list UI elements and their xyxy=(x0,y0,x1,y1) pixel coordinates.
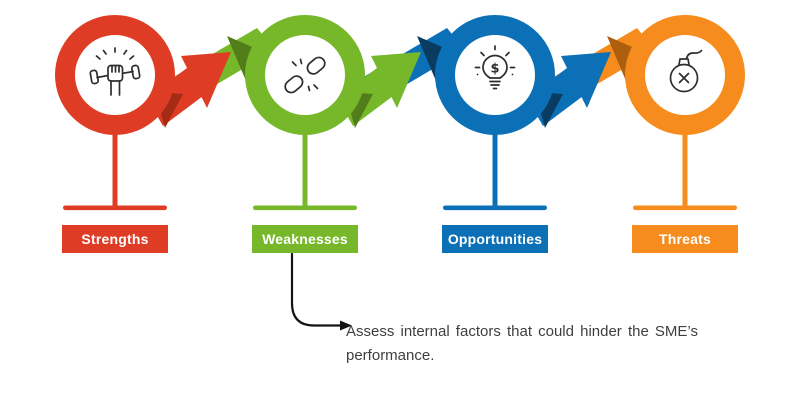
stem-strengths xyxy=(63,133,167,211)
dollar-lightbulb-icon: $ xyxy=(474,45,516,90)
annotation-arrowhead xyxy=(340,320,352,331)
ring-opportunities xyxy=(435,15,555,135)
dumbbell-fist-icon xyxy=(89,47,141,96)
stem-weaknesses xyxy=(253,133,357,211)
stem-opportunities xyxy=(443,133,547,211)
label-weaknesses: Weaknesses xyxy=(252,225,358,253)
broken-chain-icon xyxy=(284,56,326,94)
arrowhead-blue xyxy=(561,52,611,108)
label-threats: Threats xyxy=(632,225,738,253)
label-opportunities: Opportunities xyxy=(442,225,548,253)
arrowhead-red xyxy=(181,52,231,108)
annotation-text: Assess internal factors that could hinde… xyxy=(346,320,698,368)
ring-threats xyxy=(625,15,745,135)
annotation-line-2: performance. xyxy=(346,347,435,364)
annotation-line-1: Assess internal factors that could hinde… xyxy=(346,323,698,340)
label-strengths: Strengths xyxy=(62,225,168,253)
arrowhead-green xyxy=(371,52,421,108)
stem-threats xyxy=(633,133,737,211)
annotation-arrow xyxy=(290,252,352,331)
dollar-glyph: $ xyxy=(490,62,499,77)
ring-weaknesses xyxy=(245,15,365,135)
bomb-icon xyxy=(669,49,703,93)
